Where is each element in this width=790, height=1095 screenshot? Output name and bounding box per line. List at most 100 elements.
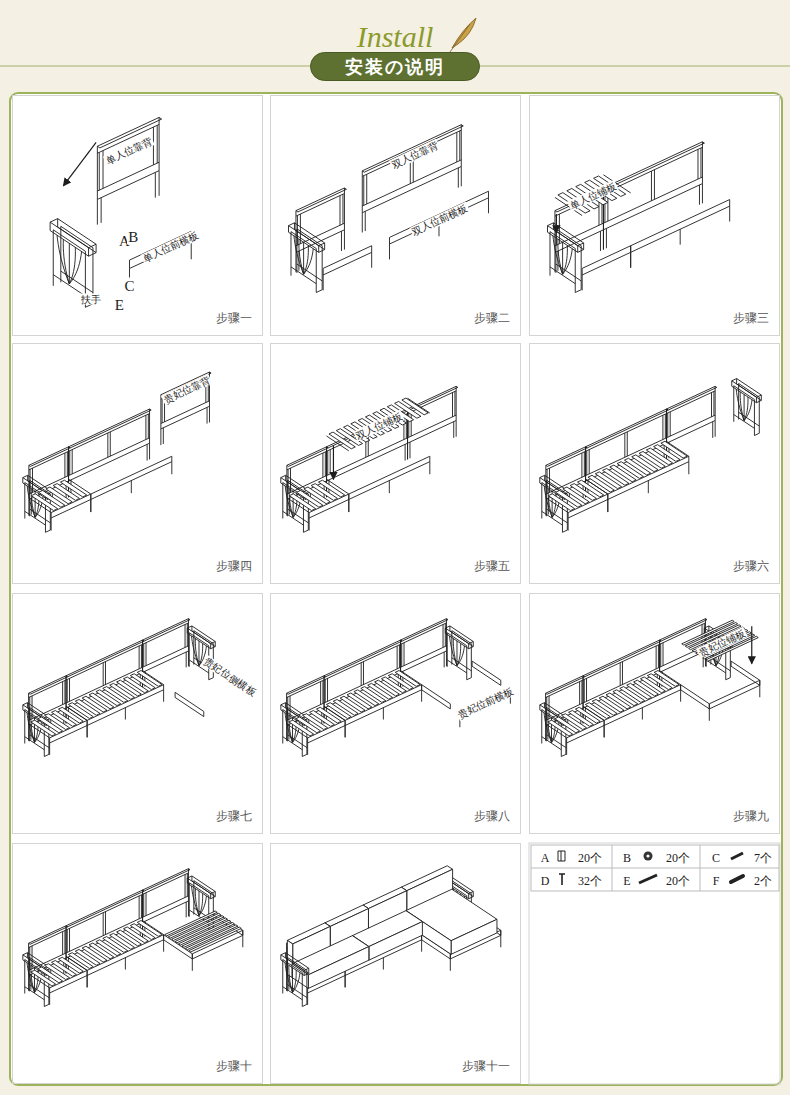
frame-part: [744, 397, 748, 421]
frame-part: [302, 1004, 307, 1006]
feather-quill: [450, 24, 470, 52]
hardware-letter: C: [123, 278, 135, 295]
frame-part: [568, 518, 569, 531]
frame-part: [292, 968, 293, 993]
frame-part: [289, 965, 293, 992]
part-letter: D: [541, 875, 550, 888]
frame-part: [401, 644, 402, 667]
frame-part: [66, 644, 143, 680]
part-icon: [639, 875, 657, 883]
frame-part: [362, 125, 461, 213]
frame-part: [303, 530, 308, 532]
frame-part: [89, 253, 97, 257]
frame-part: [291, 232, 316, 293]
frame-part: [28, 976, 29, 991]
frame-part: [583, 644, 660, 680]
frame-part: [32, 468, 33, 492]
frame-part: [286, 500, 287, 516]
label-holder: 20个: [578, 847, 602, 866]
frame-part: [147, 444, 148, 460]
frame-part: [296, 188, 345, 252]
frame-part: [60, 480, 86, 497]
frame-part: [688, 462, 689, 475]
frame-part: [160, 429, 161, 445]
frame-part: [319, 250, 325, 253]
frame-part: [445, 626, 450, 628]
frame-part: [287, 697, 288, 720]
frame-part: [288, 469, 289, 493]
frame-part: [407, 443, 408, 459]
frame-part: [185, 625, 186, 648]
frame-part: [110, 432, 111, 456]
frame-part: [656, 646, 657, 669]
frame-part: [32, 696, 33, 719]
frame-part: [547, 469, 548, 493]
frame-part: [327, 438, 408, 476]
sofa-illustration: [23, 619, 254, 757]
frame-part: [620, 663, 621, 686]
frame-part: [667, 413, 668, 437]
frame-part: [69, 252, 81, 284]
label-holder: 2个: [754, 870, 772, 889]
frame-part: [429, 462, 430, 475]
frame-part: [192, 886, 199, 916]
frame-part: [546, 680, 583, 697]
frame-part: [87, 725, 88, 737]
frame-part: [207, 407, 208, 423]
nut-symbol: [644, 852, 653, 861]
frame-part: [604, 725, 605, 737]
frame-part: [66, 890, 143, 958]
frame-part: [209, 406, 210, 422]
frame-part: [189, 927, 241, 952]
frame-part: [586, 409, 667, 481]
frame-part: [581, 453, 582, 477]
frame-part: [322, 453, 323, 477]
frame-part: [281, 953, 286, 955]
frame-part: [294, 236, 304, 274]
frame-part: [658, 645, 659, 668]
frame-part: [607, 499, 608, 512]
frame-part: [107, 433, 108, 457]
frame-part: [198, 891, 199, 916]
part-icon: [731, 853, 743, 859]
frame-part: [450, 959, 451, 971]
frame-part: [363, 176, 364, 206]
frame-part: [290, 696, 291, 719]
frame-part: [363, 662, 364, 685]
frame-part: [546, 451, 586, 470]
frame-part: [304, 245, 309, 274]
frame-part: [547, 724, 548, 739]
frame-part: [327, 678, 328, 701]
step-panel: 步骤一: [12, 95, 263, 336]
frame-part: [29, 451, 69, 470]
frame-part: [456, 641, 457, 666]
assembly-arrow: [63, 142, 96, 185]
frame-part: [663, 643, 664, 666]
part-icon: [644, 852, 653, 861]
step-label: 步骤三: [733, 310, 769, 327]
frame-part: [307, 743, 308, 755]
frame-part: [49, 993, 50, 1005]
frame-part: [345, 975, 346, 987]
frame-part: [566, 743, 567, 755]
part-icon: [559, 874, 565, 885]
frame-part: [87, 725, 88, 737]
frame-part: [371, 252, 372, 267]
step-panel: 步骤四: [12, 343, 263, 584]
frame-part: [459, 131, 460, 161]
frame-part: [369, 922, 423, 961]
frame-part: [327, 409, 408, 481]
frame-part: [67, 679, 68, 702]
frame-part: [680, 690, 681, 702]
sofa-illustration: [548, 142, 730, 293]
sofa-illustration: [540, 379, 762, 533]
frame-part: [461, 166, 462, 186]
frame-part: [297, 215, 298, 245]
frame-part: [289, 498, 290, 514]
frame-part: [342, 194, 343, 224]
frame-part: [604, 725, 605, 737]
frame-part: [469, 641, 474, 643]
step-label: 步骤六: [733, 558, 769, 575]
frame-part: [67, 452, 68, 476]
part-count: 32个: [578, 875, 602, 888]
